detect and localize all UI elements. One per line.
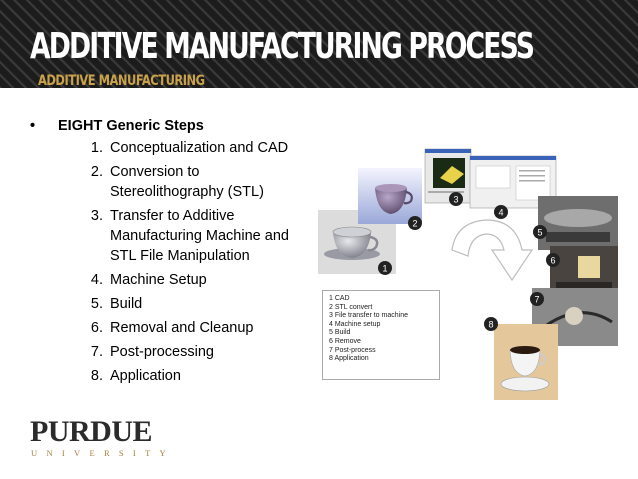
step-8-application-image [494,324,558,400]
step-2-stl-image [358,168,422,224]
svg-text:5: 5 [537,228,542,238]
legend-item: 6 Remove [329,337,361,345]
svg-text:3: 3 [453,195,458,205]
legend-item: 1 CAD [329,295,350,302]
steps-list: 1.Conceptualization and CAD 2.Conversion… [30,138,330,386]
svg-text:2: 2 [412,219,417,229]
legend-item: 5 Build [329,329,351,337]
bullet-dot: • [30,118,36,134]
step-item: 4.Machine Setup [30,270,330,290]
svg-text:1: 1 [382,264,387,274]
bullet-item: • EIGHT Generic Steps [30,118,330,134]
badge-1: 1 [378,261,392,275]
bullet-text: EIGHT Generic Steps [58,118,204,134]
legend-item: 3 File transfer to machine [329,312,408,320]
step-item: 3.Transfer to Additive Manufacturing Mac… [30,206,330,266]
process-cycle-figure: 1 2 3 4 5 6 7 8 [318,148,618,400]
logo-subtext: UNIVERSITY [31,448,175,458]
diagonal-stripe-pattern [0,0,638,88]
step-item: 1.Conceptualization and CAD [30,138,330,158]
step-item: 5.Build [30,294,330,314]
step-3-software-image [424,148,472,204]
figure-legend-box: 1 CAD 2 STL convert 3 File transfer to m… [322,290,440,380]
badge-6: 6 [546,253,560,267]
header-banner: ADDITIVE MANUFACTURING PROCESS ADDITIVE … [0,0,638,88]
step-item: 6.Removal and Cleanup [30,318,330,338]
step-item: 2.Conversion to Stereolithography (STL) [30,162,330,202]
step-text: Post-processing [110,344,214,360]
step-item: 8.Application [30,366,330,386]
step-text: Machine Setup [110,272,207,288]
step-text: Conceptualization and CAD [110,140,289,156]
step-item: 7.Post-processing [30,342,330,362]
purdue-logo: PURDUE UNIVERSITY [30,415,175,459]
step-text: Application [110,368,181,384]
step-text: Conversion to Stereolithography (STL) [110,164,264,200]
svg-text:4: 4 [498,208,503,218]
legend-item: 2 STL convert [329,303,373,311]
legend-item: 8 Application [329,355,369,363]
step-text: Build [110,296,143,312]
svg-text:8: 8 [488,320,493,330]
badge-3: 3 [449,192,463,206]
badge-2: 2 [408,216,422,230]
step-text: Removal and Cleanup [110,320,254,336]
badge-8: 8 [484,317,498,331]
badge-7: 7 [530,292,544,306]
svg-text:7: 7 [534,295,539,305]
step-5-build-image [538,196,618,250]
logo-wordmark: PURDUE [30,415,153,448]
badge-5: 5 [533,225,547,239]
legend-item: 4 Machine setup [329,320,381,328]
cycle-arrow-icon [451,219,534,282]
step-text: Transfer to Additive Manufacturing Machi… [110,208,289,264]
slide-title: ADDITIVE MANUFACTURING PROCESS [30,26,535,67]
badge-4: 4 [494,205,508,219]
slide-subtitle: ADDITIVE MANUFACTURING [38,73,205,88]
svg-text:6: 6 [550,256,555,266]
slide-content: • EIGHT Generic Steps 1.Conceptualizatio… [30,118,330,390]
legend-item: 7 Post-process [329,346,376,354]
step-6-remove-image [550,246,618,296]
